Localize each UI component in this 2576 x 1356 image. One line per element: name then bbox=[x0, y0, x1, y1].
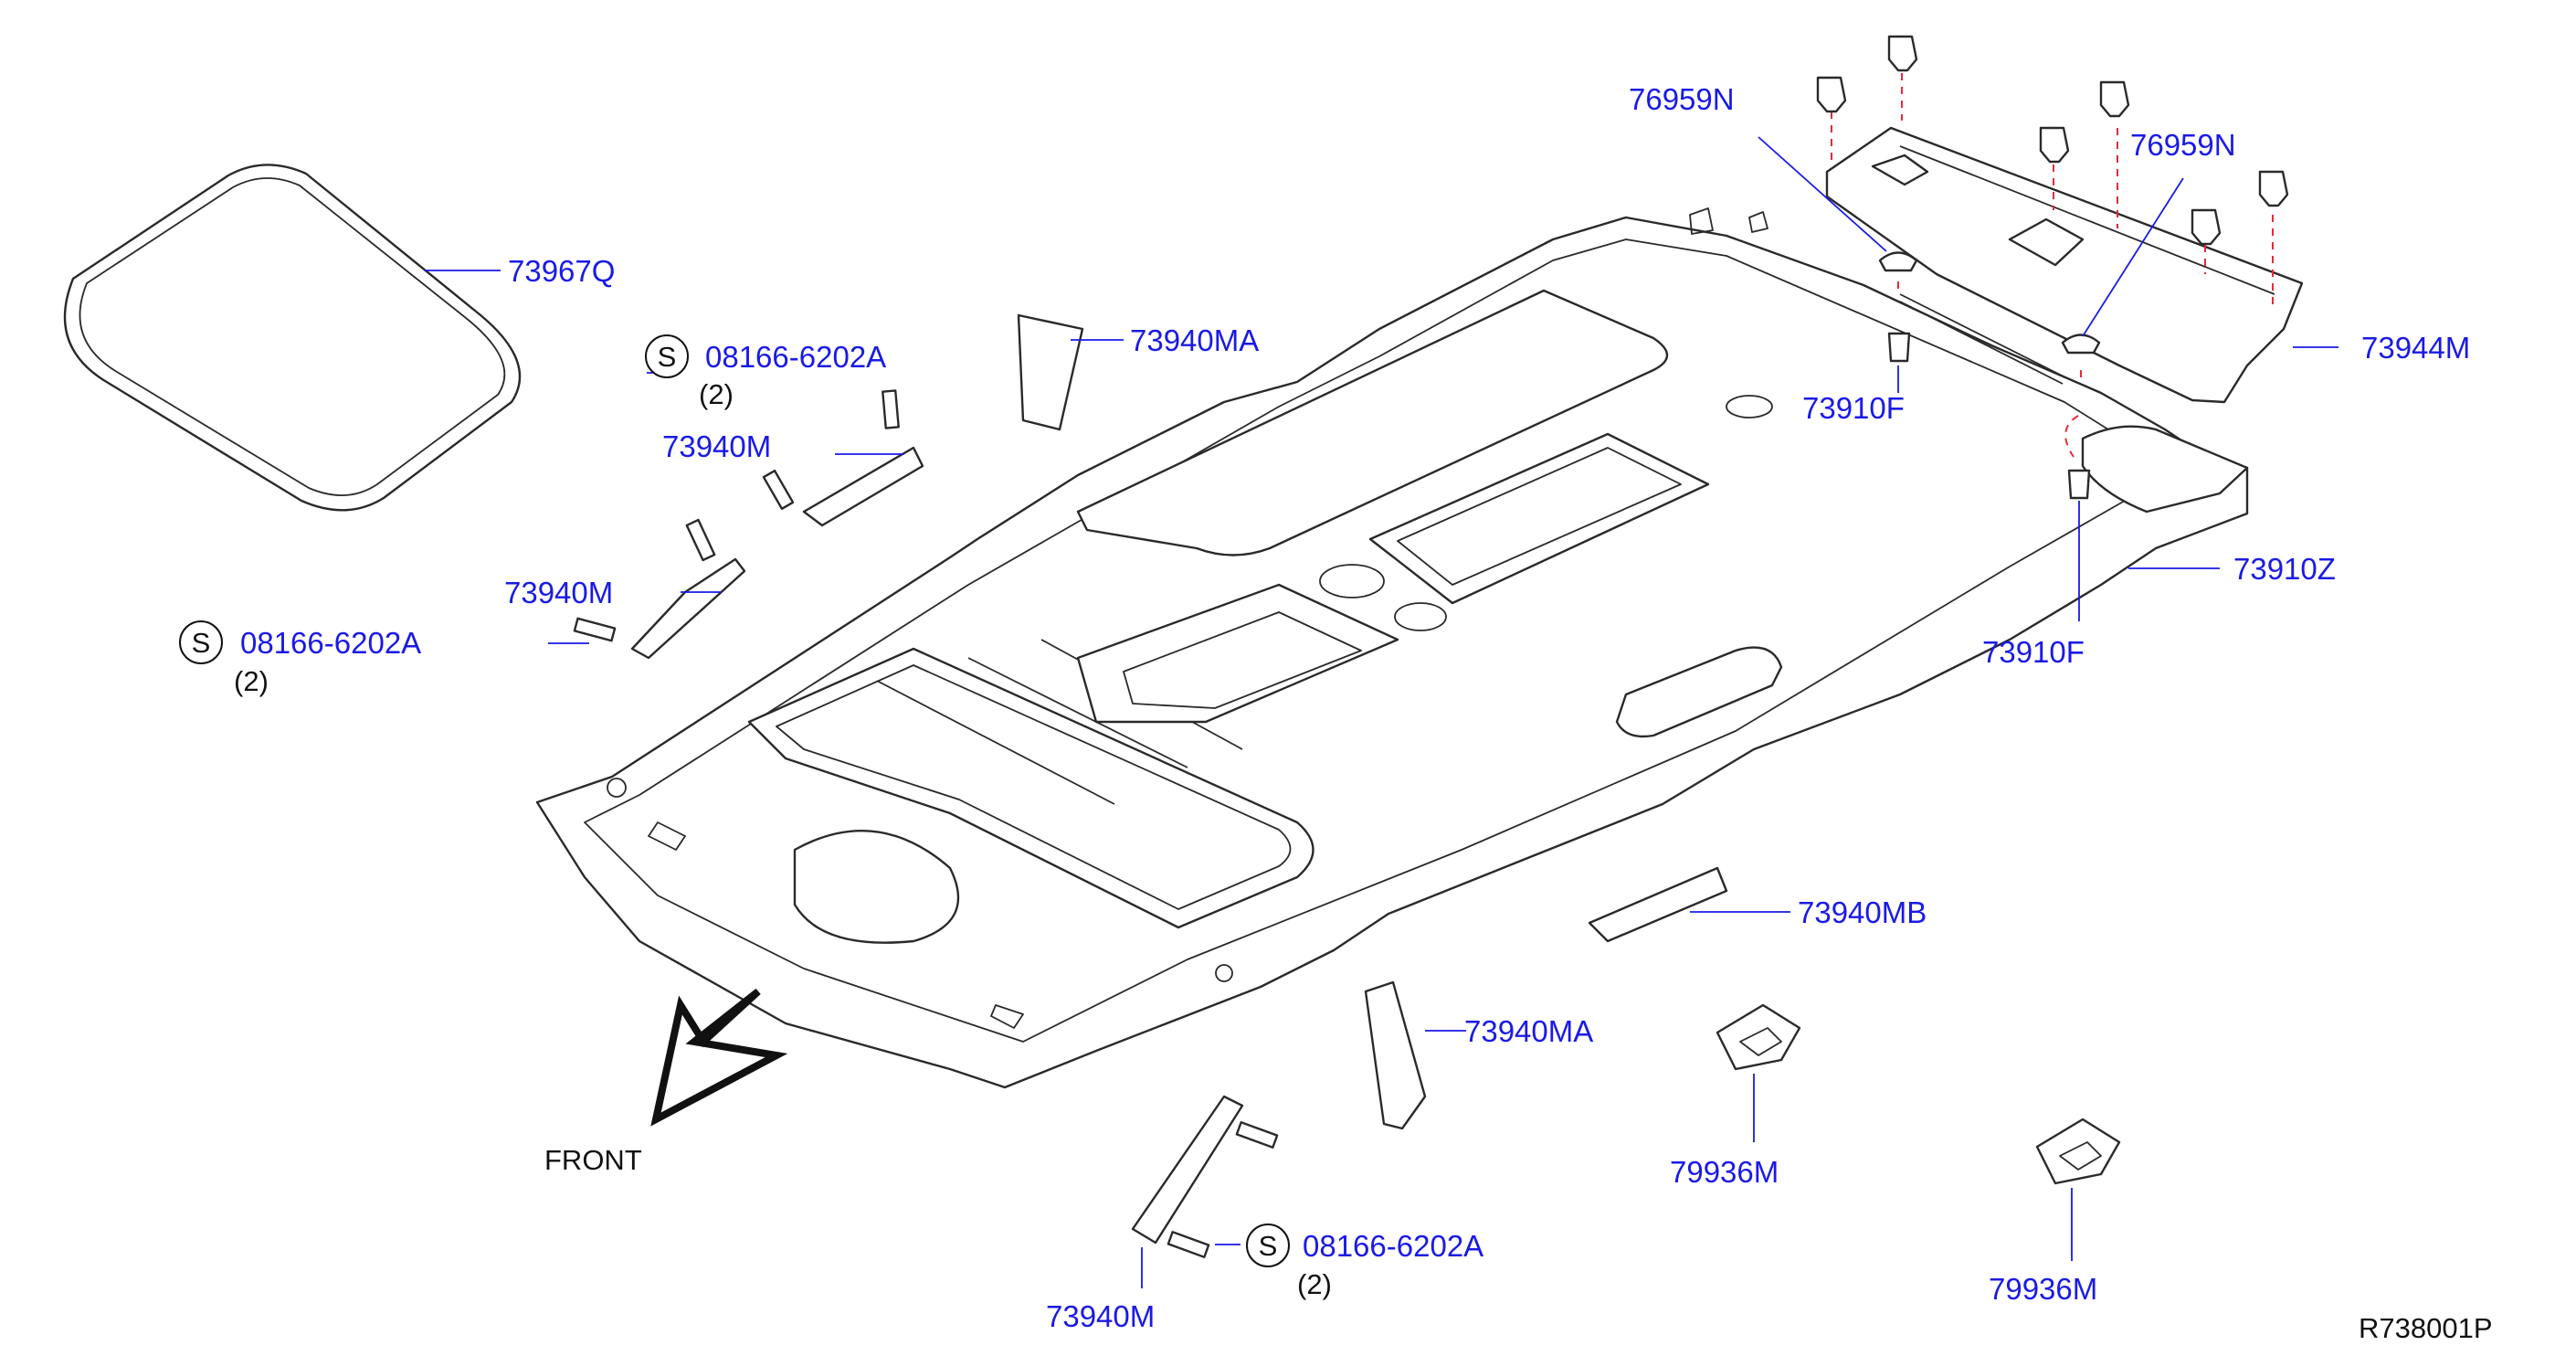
label-screw-bottom-qty: (2) bbox=[1297, 1268, 1332, 1300]
label-hook-2: 79936M bbox=[1989, 1272, 2097, 1306]
label-screw-bottom: 08166-6202A bbox=[1303, 1229, 1483, 1263]
coat-hook-1 bbox=[1716, 1003, 1801, 1071]
label-front: FRONT bbox=[544, 1144, 642, 1176]
front-arrow bbox=[650, 988, 788, 1127]
headlining-panel bbox=[535, 207, 2249, 1089]
trim-clips bbox=[1816, 35, 2289, 246]
screw-symbol-upper: S bbox=[658, 341, 677, 373]
screw-symbol-left: S bbox=[192, 627, 211, 659]
label-clip-f-lower: 73910F bbox=[1982, 635, 2085, 669]
screws bbox=[573, 389, 1279, 1258]
reference-code: R738001P bbox=[2359, 1312, 2493, 1344]
grip-left bbox=[630, 557, 746, 660]
label-rear-trim: 73944M bbox=[2361, 331, 2470, 365]
coat-hook-2 bbox=[2035, 1118, 2121, 1185]
rear-trim-panel bbox=[1825, 126, 2304, 404]
label-screw-upper-qty: (2) bbox=[699, 378, 734, 410]
grip-top-center bbox=[1017, 313, 1084, 431]
sunroof-seal bbox=[63, 164, 522, 512]
label-grip-upper: 73940M bbox=[662, 429, 771, 463]
label-grip-right-mid: 73940MA bbox=[1464, 1014, 1593, 1048]
label-screw-left-qty: (2) bbox=[234, 665, 269, 697]
label-grip-right-small: 73940MB bbox=[1798, 895, 1927, 929]
screw-symbols: S S S bbox=[179, 334, 1290, 1267]
label-screw-upper: 08166-6202A bbox=[705, 340, 886, 374]
label-hook-1: 79936M bbox=[1670, 1155, 1779, 1189]
screw-symbol-bottom: S bbox=[1259, 1230, 1278, 1262]
label-grip-top-center: 73940MA bbox=[1130, 323, 1259, 357]
clip-lines bbox=[1831, 73, 2274, 458]
grip-right-mid bbox=[1364, 980, 1427, 1130]
clip-73910f-parts bbox=[1887, 332, 2091, 500]
label-headlining: 73910Z bbox=[2233, 552, 2336, 586]
label-clip-f-upper: 73910F bbox=[1802, 391, 1905, 425]
label-grip-left: 73940M bbox=[504, 576, 613, 609]
label-screw-left: 08166-6202A bbox=[240, 626, 421, 660]
label-clip-a: 76959N bbox=[1629, 82, 1735, 116]
leader-lines bbox=[425, 136, 2338, 1288]
grip-right-small bbox=[1588, 866, 1728, 943]
clip-76959n-parts bbox=[1878, 251, 2101, 355]
label-clip-b: 76959N bbox=[2130, 128, 2236, 162]
grip-upper bbox=[802, 446, 924, 527]
label-grip-bottom: 73940M bbox=[1046, 1299, 1155, 1333]
label-sunroof-seal: 73967Q bbox=[508, 254, 615, 288]
grip-bottom bbox=[1131, 1095, 1244, 1245]
